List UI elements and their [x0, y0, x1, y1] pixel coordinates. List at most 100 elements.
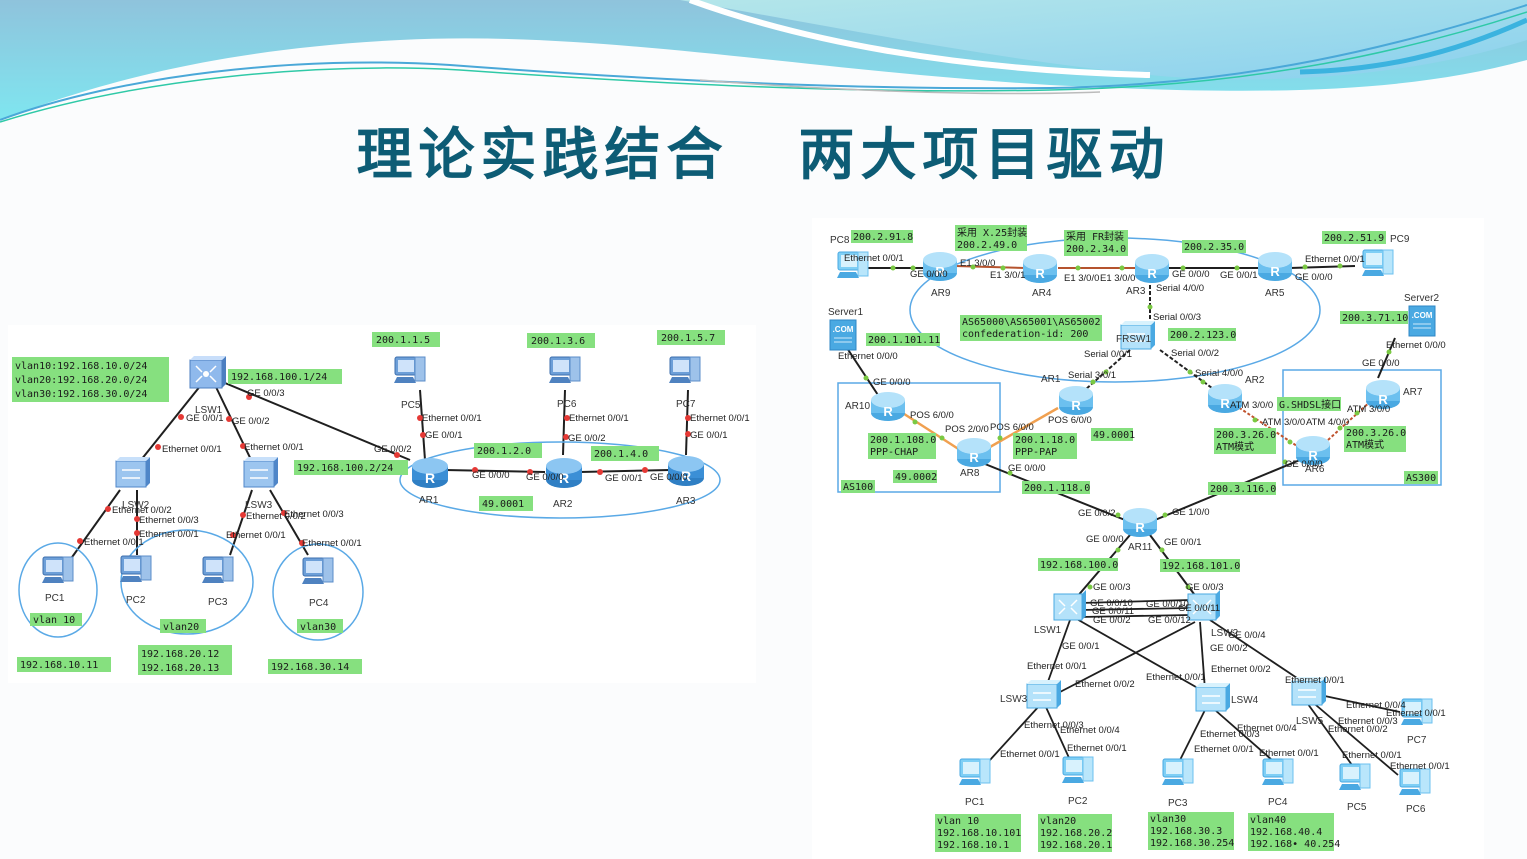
- ar1-router-icon[interactable]: [1059, 386, 1093, 415]
- pc6-icon[interactable]: [548, 356, 581, 384]
- lsw4-switch-icon[interactable]: [1195, 682, 1231, 712]
- port-label: Serial 4/0/0: [1195, 368, 1243, 379]
- pc4-icon[interactable]: [301, 557, 334, 585]
- ar8-router-icon[interactable]: [957, 438, 991, 467]
- pc5-name: PC5: [401, 400, 421, 411]
- port-label: ATM 3/0/0: [1230, 400, 1273, 411]
- port-label: E1 3/0/1: [990, 270, 1025, 281]
- link-lsw2-pc1: [69, 489, 121, 561]
- pc6-icon[interactable]: [1398, 768, 1431, 796]
- link-lsw1-lsw2: [132, 379, 206, 471]
- pc3-gateway: 192.168.30.254: [1150, 838, 1234, 849]
- ar5-name: AR5: [1265, 288, 1285, 299]
- ar6-name: AR6: [1305, 464, 1325, 475]
- vlan30-circle: [272, 543, 364, 641]
- x25-title-label: 采用 X.25封装: [957, 226, 1027, 239]
- ar3-router-icon[interactable]: [1135, 254, 1169, 283]
- pc2-ip-label: 192.168.20.12: [141, 649, 219, 660]
- port-label: GE 0/0/11: [1178, 603, 1220, 614]
- server1-icon[interactable]: [829, 319, 857, 351]
- pc2-ip: 192.168.20.2: [1040, 828, 1112, 839]
- ar10-router-icon[interactable]: [871, 392, 905, 421]
- ar8-name: AR8: [960, 468, 980, 479]
- port-label: POS 2/0/0: [945, 424, 989, 435]
- confed-line-1: AS65000\AS65001\AS65002: [962, 317, 1100, 328]
- ar1-router-icon[interactable]: [412, 458, 448, 488]
- server2-ip-label: 200.3.71.10: [1342, 313, 1408, 324]
- x25-net-label: 200.2.49.0: [957, 240, 1017, 251]
- pc3-icon[interactable]: [201, 556, 234, 584]
- pc2-icon[interactable]: [1061, 756, 1094, 784]
- pc2-icon[interactable]: [119, 555, 152, 583]
- port-label: Serial 4/0/0: [1156, 283, 1204, 294]
- ar11-router-icon[interactable]: [1123, 508, 1157, 537]
- lsw3-name: LSW3: [245, 500, 273, 511]
- ar11-name: AR11: [1128, 542, 1153, 553]
- pc7-icon[interactable]: [668, 356, 701, 384]
- pc2-gateway: 192.168.20.1: [1040, 840, 1112, 851]
- link-ar3-pc7: [685, 389, 689, 456]
- port-label: GE 0/0/1: [690, 430, 728, 441]
- pc7-name: PC7: [1407, 735, 1427, 746]
- port-label: Ethernet 0/0/4: [1060, 725, 1120, 736]
- port-label: ATM 4/0/0: [1306, 417, 1349, 428]
- pc4-name: PC4: [1268, 797, 1288, 808]
- lsw2-switch-icon[interactable]: [115, 456, 151, 488]
- pc3-vlan: vlan30: [1150, 814, 1186, 825]
- port-label: GE 0/0/1: [1220, 270, 1258, 281]
- ar1-name: AR1: [1041, 374, 1061, 385]
- pc9-icon[interactable]: [1361, 249, 1394, 277]
- lsw1-name: LSW1: [195, 405, 223, 416]
- port-label: GE 0/0/1: [1164, 537, 1202, 548]
- pc6-name: PC6: [557, 399, 577, 410]
- pap-net-label: 200.1.18.0: [1015, 435, 1075, 446]
- port-label: GE 0/0/10: [1146, 599, 1189, 610]
- port-label: GE 0/0/0: [1285, 459, 1323, 470]
- port-label: Ethernet 0/0/4: [1237, 723, 1297, 734]
- pc3-icon[interactable]: [1161, 758, 1194, 786]
- port-label: GE 0/0/2: [1093, 615, 1131, 626]
- lsw1-l3-switch-icon[interactable]: [189, 356, 226, 389]
- pc1-name: PC1: [965, 797, 985, 808]
- port-label: GE 0/0/2: [568, 433, 606, 444]
- port-label: Ethernet 0/0/1: [1342, 750, 1402, 761]
- ar1-name: AR1: [419, 495, 439, 506]
- pc1-icon[interactable]: [41, 556, 74, 584]
- port-label: GE 0/0/12: [1148, 615, 1191, 626]
- ar3-name: AR3: [1126, 286, 1146, 297]
- lsw3-switch-icon[interactable]: [243, 456, 279, 488]
- port-label: Ethernet 0/0/1: [139, 529, 199, 540]
- lsw1-l3-switch-icon[interactable]: [1053, 590, 1086, 621]
- as100-label: AS100: [843, 482, 873, 493]
- lsw3-switch-icon[interactable]: [1026, 679, 1062, 709]
- frsw1-name: FRSW1: [1116, 334, 1151, 345]
- port-label: Serial 3/0/1: [1068, 370, 1116, 381]
- pc4-icon[interactable]: [1261, 758, 1294, 786]
- port-label: GE 0/0/0: [910, 269, 948, 280]
- pc5-icon[interactable]: [1338, 763, 1371, 791]
- ar4-router-icon[interactable]: [1023, 254, 1057, 283]
- as100-auth-label: PPP-CHAP: [870, 447, 918, 458]
- title-left: 理论实践结合: [356, 123, 729, 188]
- server2-name: Server2: [1404, 293, 1439, 304]
- pc7-name: PC7: [676, 399, 696, 410]
- pc9-ip-label: 200.2.51.9: [1324, 233, 1384, 244]
- pc1-icon[interactable]: [958, 758, 991, 786]
- port-label: GE 0/0/0: [650, 472, 688, 483]
- port-label: Ethernet 0/0/1: [84, 537, 144, 548]
- vlan-summary-line-2: vlan20:192.168.20.0/24: [15, 375, 147, 386]
- pc2-name: PC2: [126, 595, 146, 606]
- ar5-router-icon[interactable]: [1258, 252, 1292, 281]
- server1-ip-label: 200.1.101.11: [868, 335, 940, 346]
- port-label: GE 0/0/1: [605, 473, 643, 484]
- link-lsw1-lsw3: [214, 384, 257, 471]
- port-label: Ethernet 0/0/1: [1146, 672, 1206, 683]
- lsw2-l3-switch-icon[interactable]: [1187, 590, 1220, 621]
- pc5-icon[interactable]: [393, 356, 426, 384]
- port-label: Ethernet 0/0/1: [690, 413, 750, 424]
- server2-icon[interactable]: [1408, 305, 1436, 337]
- port-label: Ethernet 0/0/2: [1211, 664, 1271, 675]
- port-label: Ethernet 0/0/3: [1200, 729, 1260, 740]
- core-area-label: 49.0001: [1093, 430, 1135, 441]
- port-label: POS 6/0/0: [910, 410, 954, 421]
